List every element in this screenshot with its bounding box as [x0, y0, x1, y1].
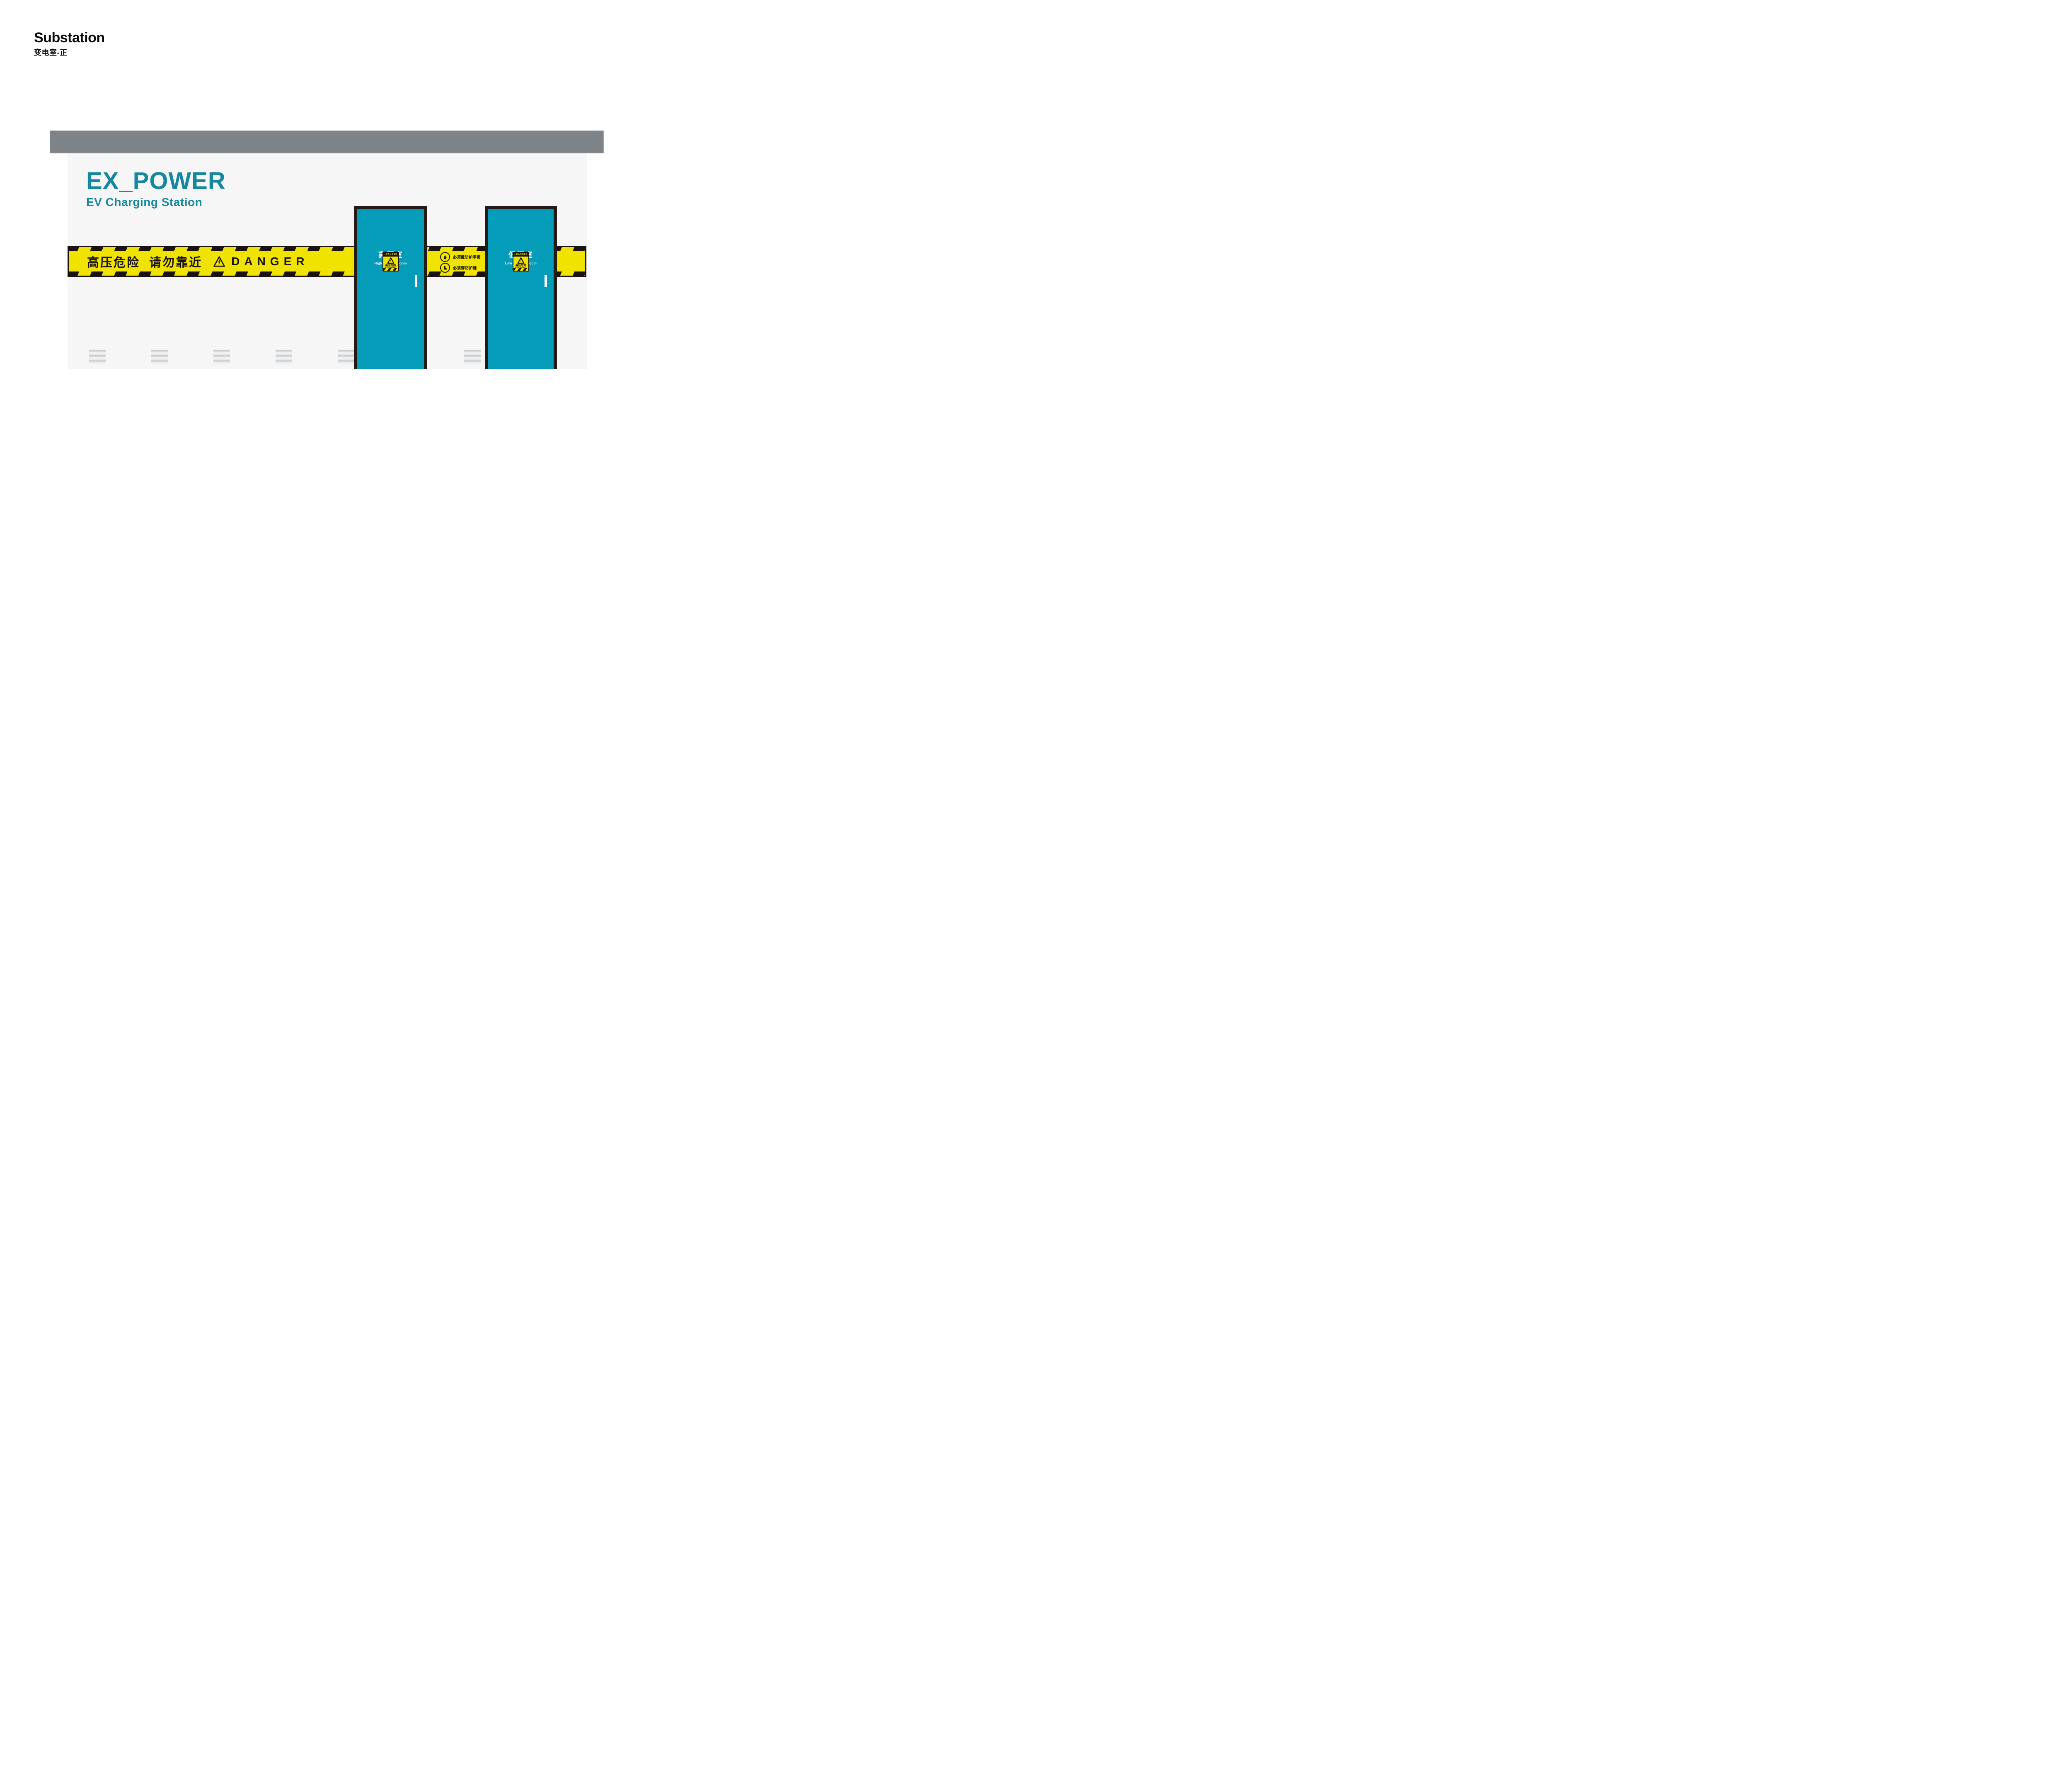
vent-grille: [464, 349, 481, 364]
danger-sticker: • DANGER • 高压危险 未经授权不得进入: [382, 252, 399, 271]
danger-sticker-title: 高压危险: [385, 264, 396, 267]
danger-sticker-header: • DANGER •: [513, 252, 528, 260]
danger-sticker-triangle-icon: [517, 257, 525, 264]
danger-sticker-header: • DANGER •: [383, 252, 398, 260]
danger-sticker-stripes: [383, 268, 398, 271]
sheet-title-block: Substation 变电室-正: [34, 30, 105, 58]
danger-sticker-subtitle: 未经授权不得进入: [385, 267, 397, 269]
brand-block: EX_POWER EV Charging Station: [86, 169, 226, 209]
sheet-subtitle: 变电室-正: [34, 48, 68, 57]
brand-logo-text: EX_POWER: [86, 167, 226, 194]
door-high-voltage-room: 高压室 High Voltage Room • DANGER • 高压危险 未经…: [354, 206, 427, 369]
danger-sticker-subtitle: 未经授权不得进入: [515, 267, 527, 269]
vent-grille: [213, 349, 230, 364]
door-handle: [415, 275, 417, 287]
door-handle: [545, 275, 547, 287]
vent-grille: [276, 349, 292, 364]
hazard-band-left-cap: [68, 246, 69, 277]
hazard-band-right-cap: [585, 246, 586, 277]
ppe-notice-boots: 必须穿防护鞋: [440, 263, 477, 273]
hazard-band-top-edge: [68, 246, 586, 247]
brand-subtitle-text: EV Charging Station: [86, 196, 203, 208]
ppe-notice-gloves: 必须戴防护手套: [440, 252, 481, 262]
door-low-voltage-panel: 低压室 Low Voltage Room • DANGER • 高压危险 未经授…: [488, 209, 554, 369]
danger-sticker-stripes: [513, 268, 528, 271]
hazard-band-top-stripes: [68, 247, 586, 251]
design-sheet: Substation 变电室-正 EX_POWER EV Charging St…: [0, 0, 640, 480]
hazard-band-bottom-edge: [68, 276, 586, 277]
danger-sticker-triangle-icon: [387, 257, 394, 264]
hazard-band-content: 高压危险 请勿靠近 DANGER: [87, 251, 309, 271]
protective-boots-icon: [440, 263, 450, 273]
vent-grille: [151, 349, 168, 364]
ppe-gloves-label: 必须戴防护手套: [453, 255, 481, 260]
sheet-title: Substation: [34, 30, 105, 46]
hazard-danger-text: DANGER: [231, 254, 309, 268]
hazard-warning-text: 高压危险 请勿靠近: [87, 256, 203, 269]
door-low-voltage-room: 低压室 Low Voltage Room • DANGER • 高压危险 未经授…: [485, 206, 557, 369]
danger-sticker: • DANGER • 高压危险 未经授权不得进入: [513, 252, 529, 271]
ppe-boots-label: 必须穿防护鞋: [453, 266, 477, 271]
danger-sticker-title: 高压危险: [516, 264, 526, 267]
vent-grille: [338, 349, 354, 364]
protective-gloves-icon: [440, 252, 450, 262]
high-voltage-warning-icon: [213, 256, 225, 267]
door-high-voltage-panel: 高压室 High Voltage Room • DANGER • 高压危险 未经…: [357, 209, 424, 369]
vent-grille: [89, 349, 106, 364]
hazard-band-bottom-stripes: [68, 271, 586, 276]
building-roof: [50, 131, 604, 153]
